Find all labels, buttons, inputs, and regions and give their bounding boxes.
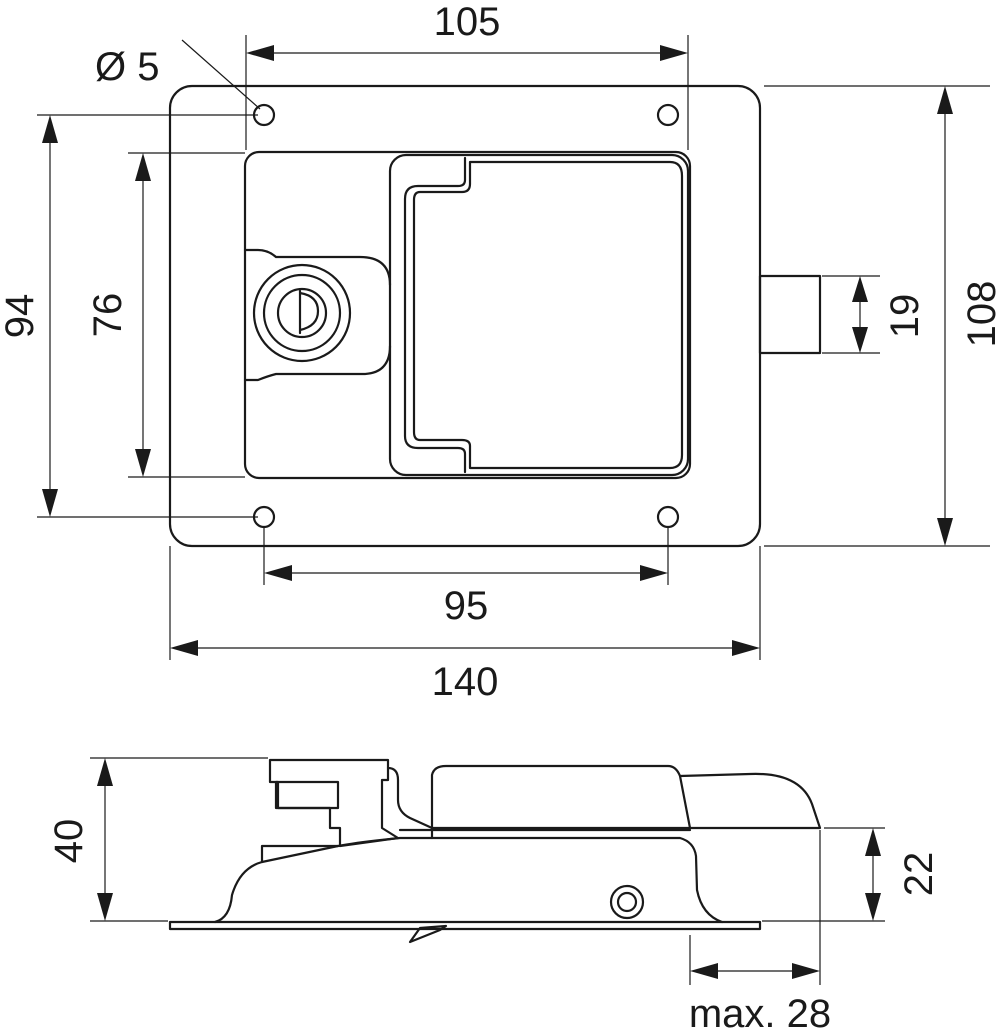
side-handle-tip: [678, 772, 822, 830]
dimension-108: [937, 86, 953, 546]
dimension-94: [42, 115, 58, 517]
paddle-handle-step: [403, 156, 467, 474]
side-flange: [168, 920, 762, 931]
side-handle-paddle: [430, 764, 692, 830]
key-slot-icon: [298, 289, 320, 335]
mounting-hole-top-right: [656, 103, 680, 127]
side-extension-lines: [90, 757, 885, 985]
dimension-max-28: [690, 963, 820, 979]
label-hole-diameter: Ø 5: [95, 45, 159, 89]
lock-cylinder-outer: [252, 263, 352, 363]
label-side-overall-height: 40: [47, 819, 91, 864]
label-overall-height: 108: [960, 281, 1000, 348]
paddle-handle-inner: [412, 160, 684, 470]
paddle-handle-outer: [388, 153, 690, 477]
lock-lower-section: [243, 344, 392, 382]
latch-bolt: [758, 274, 822, 355]
dimension-19: [852, 276, 868, 353]
dimension-40: [97, 758, 113, 921]
lock-upper-section: [243, 248, 392, 287]
dimension-22: [865, 828, 881, 921]
label-overall-width: 140: [432, 660, 499, 704]
side-pivot-pin-outer: [609, 884, 645, 920]
front-extension-lines: [37, 35, 990, 660]
side-view: [168, 758, 822, 944]
side-latch-tail: [408, 924, 448, 944]
recessed-pan: [243, 150, 692, 480]
label-opening-height: 76: [86, 293, 130, 338]
side-lock-step: [274, 780, 340, 810]
dimension-140: [170, 640, 760, 656]
label-side-handle-height: 22: [897, 852, 941, 897]
label-hole-vertical-spacing: 94: [0, 294, 42, 339]
mounting-hole-bottom-right: [656, 505, 680, 529]
dimension-95: [264, 565, 668, 581]
lock-cylinder-core: [276, 287, 328, 339]
dimension-105: [246, 45, 688, 61]
side-latch-arm: [386, 766, 434, 840]
side-pivot-pin-inner: [616, 891, 638, 913]
label-top-hole-spacing: 105: [434, 0, 501, 44]
label-latch-bolt-height: 19: [883, 294, 927, 339]
lock-cylinder-inner: [262, 273, 342, 353]
side-lock-block: [268, 758, 400, 848]
dimension-76: [135, 153, 151, 477]
label-bottom-hole-spacing: 95: [444, 584, 489, 628]
label-side-max-depth: max. 28: [689, 992, 831, 1031]
side-body: [213, 836, 724, 924]
front-view: [168, 84, 822, 548]
side-lock-ring: [260, 844, 340, 864]
